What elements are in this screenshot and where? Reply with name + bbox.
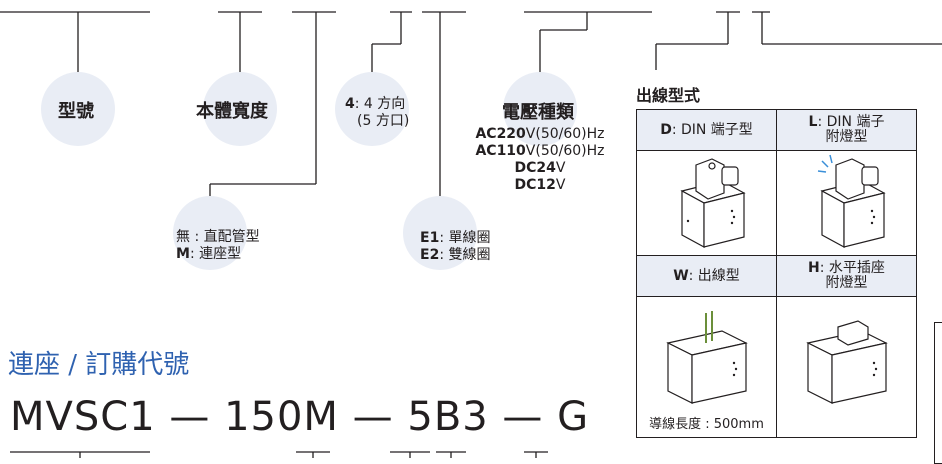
coil-e2-text: : 雙線圈 (439, 247, 491, 263)
option-h-code: H (808, 260, 820, 276)
voltage-ac110-code: AC110 (475, 143, 526, 159)
circle-direction (335, 72, 409, 146)
wiring-options-table: D: DIN 端子型 L: DIN 端子 附燈型 (636, 109, 917, 438)
circle-body-width (203, 72, 277, 146)
din-connector-image (679, 158, 746, 249)
horizontal-socket-image (805, 320, 888, 404)
coil-e1-text: : 單線圈 (439, 230, 491, 246)
wire-length-note: 導線長度 : 500mm (649, 417, 764, 432)
option-l-text: : DIN 端子 (817, 114, 885, 130)
label-coil: E1: 單線圈 E2: 雙線圈 (420, 230, 490, 264)
order-code: MVSC1 — 150M — 5B3 — G (10, 394, 590, 440)
option-l-code: L (808, 114, 818, 130)
option-l-header: L: DIN 端子 附燈型 (776, 109, 917, 151)
option-l-image (776, 150, 917, 256)
label-direction: 4: 4 方向 (5 方口) (345, 96, 409, 130)
voltage-ac220-rest: V(50/60)Hz (525, 126, 605, 142)
voltage-dc12-code: DC12 (514, 177, 556, 193)
voltage-ac220-code: AC220 (475, 126, 526, 142)
section-title: 出線型式 (636, 86, 701, 105)
label-voltage-title: 電壓種類 (502, 102, 574, 123)
option-d-text: : DIN 端子型 (671, 121, 753, 138)
option-d-header: D: DIN 端子型 (636, 109, 777, 151)
circle-pipe (173, 196, 247, 270)
pipe-none: 無 : 直配管型 (176, 229, 260, 245)
option-l-text2: 附燈型 (825, 129, 868, 145)
option-h-header: H: 水平插座 附燈型 (776, 255, 917, 297)
circle-voltage (503, 72, 577, 146)
voltage-dc24-rest: V (555, 160, 566, 176)
option-w-code: W (673, 267, 689, 284)
coil-e1-code: E1 (420, 230, 440, 246)
option-h-image (776, 296, 917, 438)
next-table-edge (934, 322, 942, 464)
voltage-dc24-code: DC24 (514, 160, 556, 176)
wire-lead-image (665, 311, 748, 404)
option-h-text: : 水平插座 (819, 260, 885, 276)
direction-code: 4 (345, 96, 355, 112)
option-h-text2: 附燈型 (825, 275, 868, 291)
option-w-text: : 出線型 (688, 267, 740, 284)
label-pipe: 無 : 直配管型 M: 連座型 (176, 229, 260, 263)
pipe-m-code: M (176, 246, 190, 262)
option-d-code: D (660, 121, 672, 138)
coil-e2-code: E2 (420, 247, 440, 263)
option-w-header: W: 出線型 (636, 255, 777, 297)
din-connector-lamp-image (817, 154, 886, 249)
option-d-image (636, 150, 777, 256)
circle-coil (403, 196, 477, 270)
label-model: 型號 (58, 101, 94, 122)
label-body-width: 本體寬度 (196, 101, 268, 122)
direction-line1: : 4 方向 (354, 96, 406, 112)
circle-model (41, 72, 115, 146)
option-w-image: 導線長度 : 500mm (636, 296, 777, 438)
pipe-m-text: : 連座型 (189, 246, 242, 262)
order-title: 連座 / 訂購代號 (8, 350, 190, 380)
voltage-list: AC220V(50/60)Hz AC110V(50/60)Hz DC24V DC… (462, 126, 618, 194)
voltage-dc12-rest: V (555, 177, 566, 193)
voltage-ac110-rest: V(50/60)Hz (525, 143, 605, 159)
direction-line2: (5 方口) (357, 113, 410, 129)
